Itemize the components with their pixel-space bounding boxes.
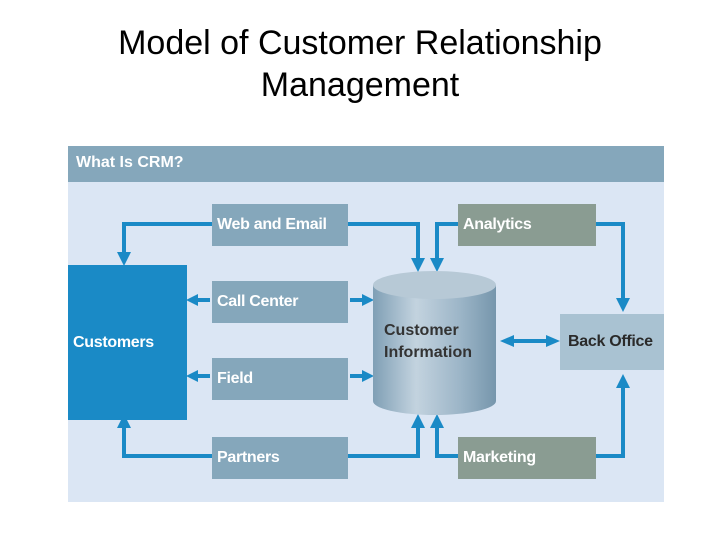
marketing-to-backoffice-line [596, 385, 625, 458]
marketing-to-db-line [435, 425, 458, 458]
marketing-box: Marketing [458, 437, 596, 479]
slide-title: Model of Customer Relationship Managemen… [0, 22, 720, 106]
arrowhead-left-field [186, 370, 198, 382]
web-to-db-line [348, 222, 420, 262]
channel-label: Call Center [217, 293, 299, 310]
arrowhead-up-backoffice [616, 374, 630, 388]
analytics-to-backoffice-line [596, 222, 625, 305]
back-office-box: Back Office [560, 314, 664, 370]
arrowhead-up-customers [117, 414, 131, 428]
arrowhead-down-backoffice [616, 298, 630, 312]
channel-field: Field [212, 358, 348, 400]
analytics-label: Analytics [463, 216, 532, 233]
arrowhead-down-db-1 [411, 258, 425, 272]
arrowhead-left-db [500, 335, 514, 347]
arrowhead-left-callcenter [186, 294, 198, 306]
partners-to-customers-line [122, 425, 212, 458]
arrowhead-right-callcenter-db [362, 294, 374, 306]
arrowhead-right-field-db [362, 370, 374, 382]
db-label-line2: Information [384, 344, 472, 361]
channel-call-center: Call Center [212, 281, 348, 323]
marketing-label: Marketing [463, 449, 536, 466]
arrowhead-right-backoffice [546, 335, 560, 347]
arrowhead-down-db-2 [430, 258, 444, 272]
arrowhead-up-db-2 [430, 414, 444, 428]
database-cylinder [373, 271, 496, 415]
channel-label: Partners [217, 449, 280, 466]
db-label-line1: Customer [384, 322, 459, 339]
analytics-box: Analytics [458, 204, 596, 246]
customers-box: Customers [68, 265, 187, 420]
channel-web-and-email: Web and Email [212, 204, 348, 246]
arrowhead-up-db-1 [411, 414, 425, 428]
channel-label: Field [217, 370, 253, 387]
customer-information-label: Customer Information [384, 320, 472, 364]
slide-title-line2: Management [260, 66, 460, 104]
partners-to-db-line [348, 425, 420, 458]
channel-partners: Partners [212, 437, 348, 479]
customers-label: Customers [73, 333, 154, 351]
channel-label: Web and Email [217, 216, 327, 233]
back-office-label: Back Office [568, 333, 653, 350]
diagram-header-label: What Is CRM? [76, 154, 184, 171]
arrowheads [117, 252, 630, 428]
slide-title-line1: Model of Customer Relationship [118, 24, 602, 62]
analytics-to-db-line [435, 222, 458, 262]
web-to-customers-line [122, 222, 212, 255]
diagram-header: What Is CRM? [68, 146, 664, 182]
arrowhead-down-customers [117, 252, 131, 266]
